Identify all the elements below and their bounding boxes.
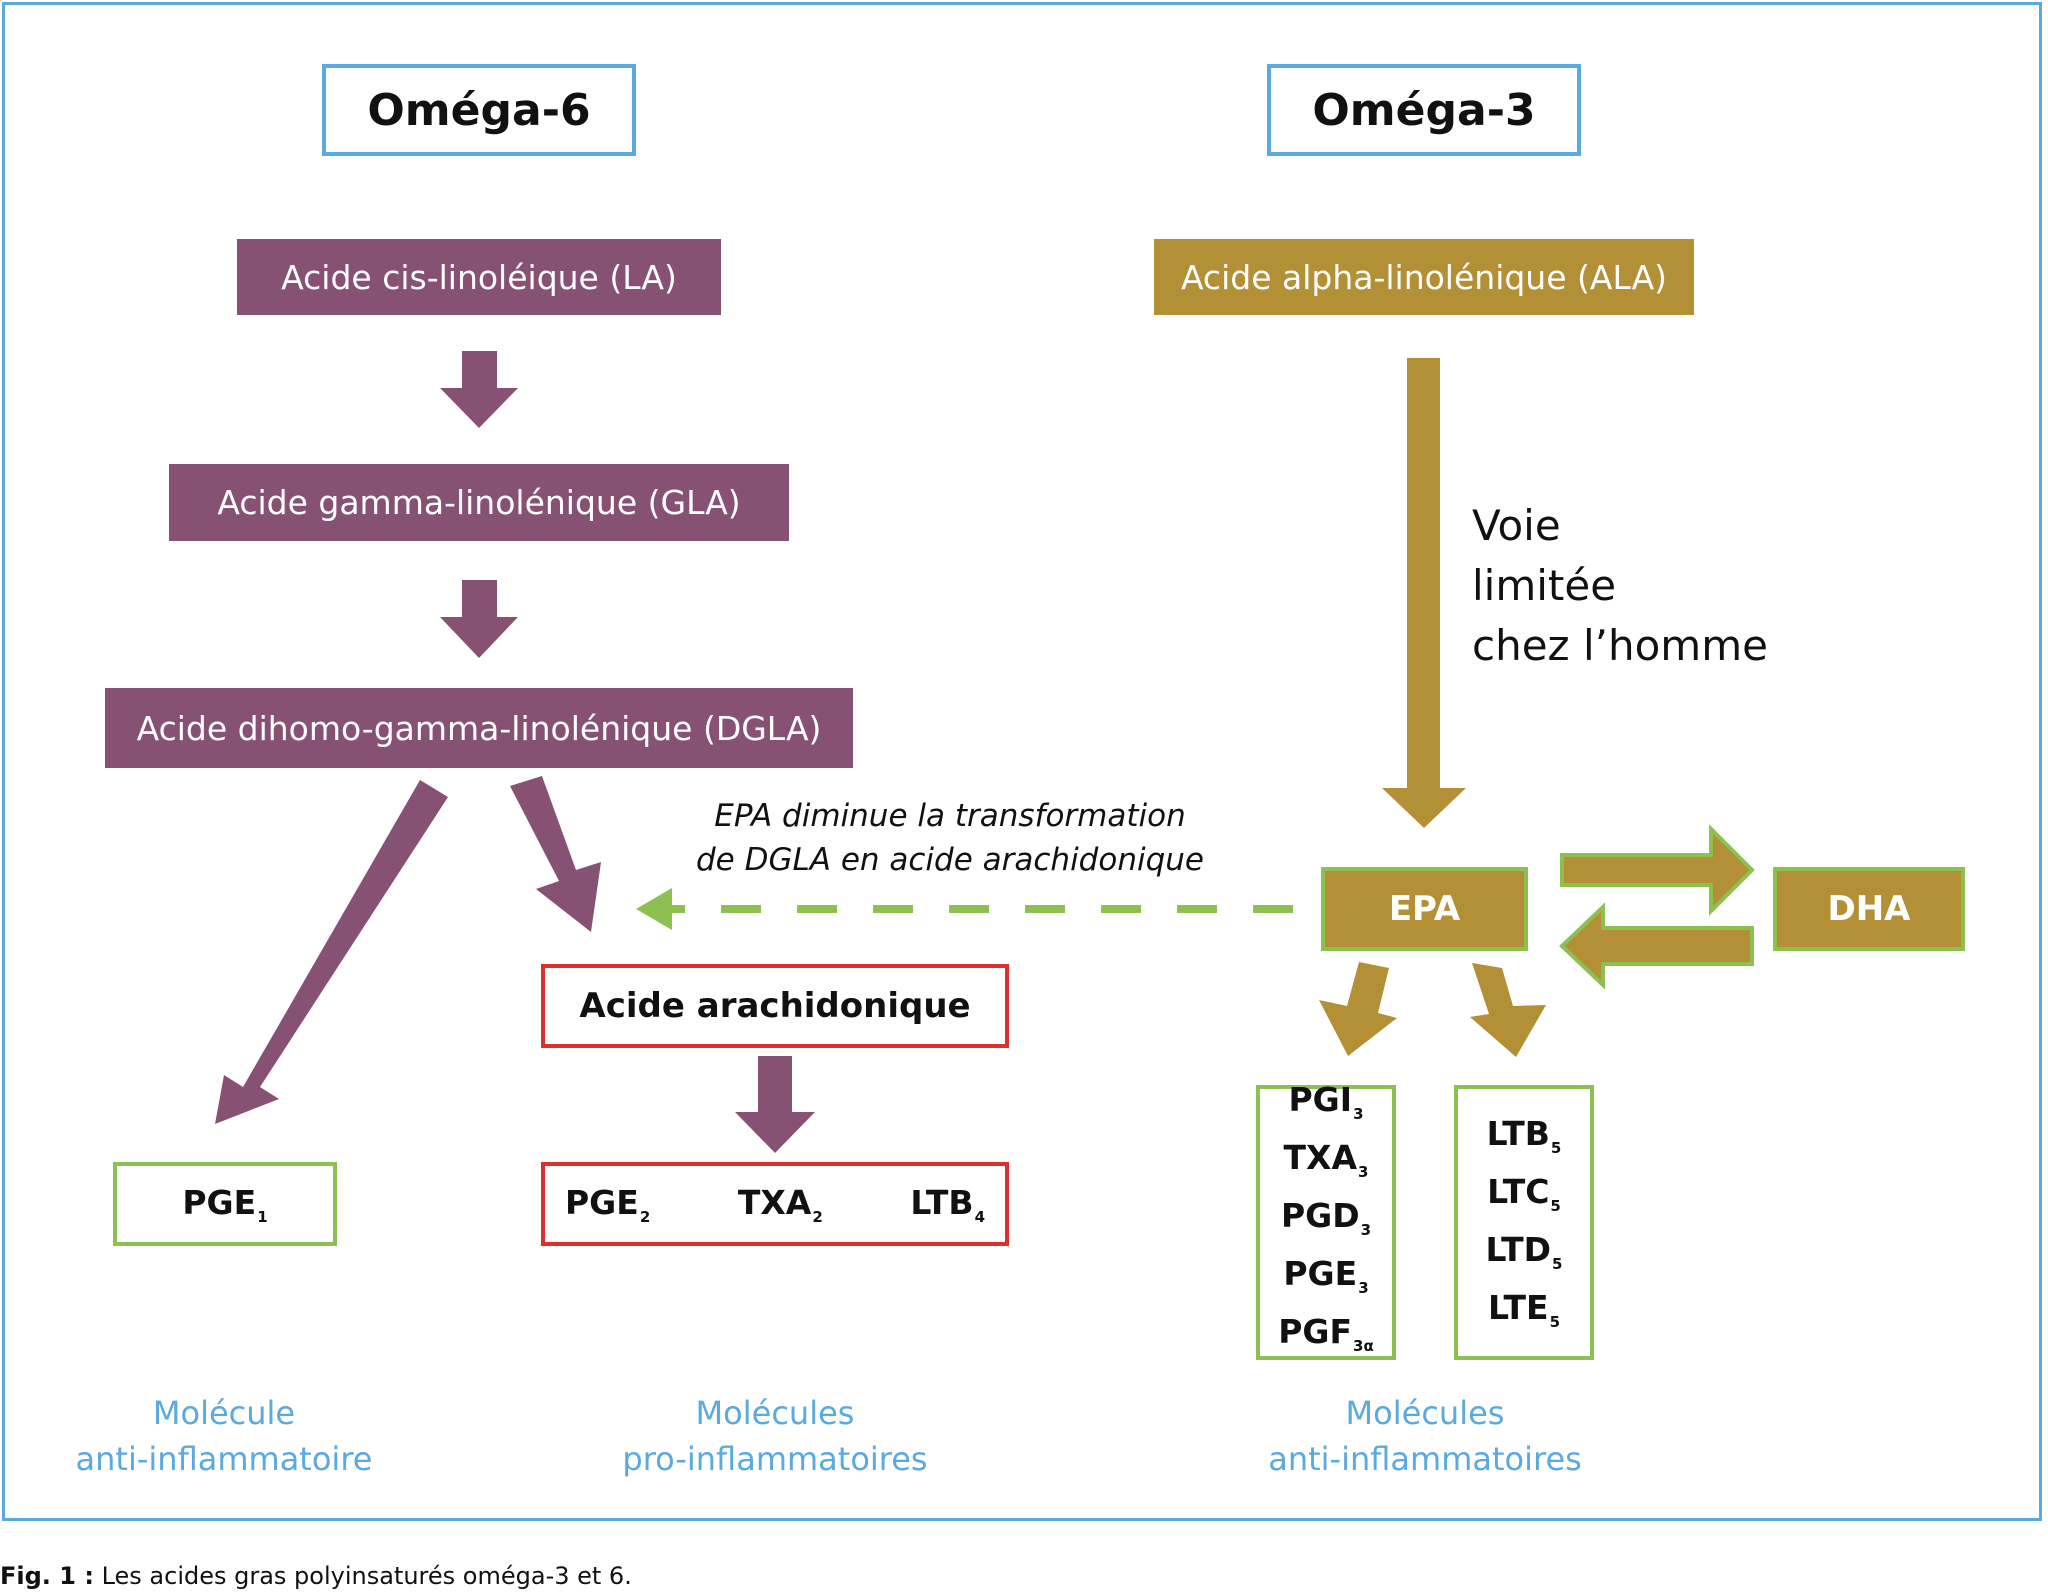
caption-line: Molécule bbox=[152, 1394, 296, 1432]
caption-pro-inflammatory: Molécules pro-inflammatoires bbox=[575, 1390, 975, 1482]
ala-box: Acide alpha-linolénique (ALA) bbox=[1154, 239, 1694, 315]
prostanoid-pge3: PGE3 bbox=[1283, 1253, 1369, 1297]
dgla-box: Acide dihomo-gamma-linolénique (DGLA) bbox=[105, 688, 853, 768]
figure-caption-text: Les acides gras polyinsaturés oméga-3 et… bbox=[93, 1562, 632, 1590]
caption-anti-inflammatory-plural: Molécules anti-inflammatoires bbox=[1225, 1390, 1625, 1482]
caption-line: Molécules bbox=[695, 1394, 855, 1432]
omega3-heading: Oméga-3 bbox=[1267, 64, 1581, 156]
leukotriene-ltc5: LTC5 bbox=[1487, 1172, 1561, 1215]
inhibition-note-line: de DGLA en acide arachidonique bbox=[695, 842, 1204, 878]
arrow-gla-to-dgla bbox=[440, 580, 518, 658]
la-box: Acide cis-linoléique (LA) bbox=[237, 239, 721, 315]
inhibition-note: EPA diminue la transformation de DGLA en… bbox=[640, 794, 1260, 882]
omega3-prostanoids-box: PGI3 TXA3 PGD3 PGE3 PGF3α bbox=[1256, 1080, 1396, 1360]
arrow-arachidonic-to-pro bbox=[735, 1056, 815, 1153]
caption-anti-inflammatory-single: Molécule anti-inflammatoire bbox=[44, 1390, 404, 1482]
gla-box: Acide gamma-linolénique (GLA) bbox=[169, 464, 789, 541]
leukotriene-lte5: LTE5 bbox=[1487, 1288, 1561, 1331]
epa-box: EPA bbox=[1321, 867, 1528, 951]
figure-caption: Fig. 1 : Les acides gras polyinsaturés o… bbox=[0, 1562, 632, 1590]
arachidonic-acid-box: Acide arachidonique bbox=[541, 964, 1009, 1048]
caption-line: Molécules bbox=[1345, 1394, 1505, 1432]
pro-molecule-txa2: TXA2 bbox=[737, 1182, 823, 1226]
pge1-label: PGE1 bbox=[182, 1182, 268, 1226]
caption-line: anti-inflammatoires bbox=[1268, 1440, 1582, 1478]
arrow-dha-to-epa bbox=[1559, 902, 1754, 990]
prostanoid-pgi3: PGI3 bbox=[1288, 1079, 1364, 1123]
omega3-leukotrienes-box: LTB5 LTC5 LTD5 LTE5 bbox=[1454, 1085, 1594, 1360]
figure-label: Fig. 1 : bbox=[0, 1562, 94, 1590]
arrow-la-to-gla bbox=[440, 351, 518, 428]
caption-line: pro-inflammatoires bbox=[622, 1440, 928, 1478]
limited-pathway-line: chez l’homme bbox=[1472, 621, 1768, 670]
arrow-epa-to-dha bbox=[1560, 824, 1755, 916]
omega6-heading: Oméga-6 bbox=[322, 64, 636, 156]
prostanoid-txa3: TXA3 bbox=[1283, 1137, 1369, 1181]
limited-pathway-line: limitée bbox=[1472, 561, 1617, 610]
figure-frame bbox=[2, 2, 2042, 1521]
dha-box: DHA bbox=[1773, 867, 1965, 951]
arrow-dgla-to-arachidonic bbox=[510, 776, 601, 932]
pro-inflammatory-box: PGE2 TXA2 LTB4 bbox=[541, 1162, 1009, 1246]
limited-pathway-line: Voie bbox=[1472, 501, 1561, 550]
leukotriene-ltd5: LTD5 bbox=[1485, 1230, 1563, 1273]
pge1-box: PGE1 bbox=[113, 1162, 337, 1246]
arrow-epa-to-prostanoids bbox=[1319, 962, 1397, 1056]
prostanoid-pgd3: PGD3 bbox=[1280, 1195, 1372, 1239]
leukotriene-ltb5: LTB5 bbox=[1486, 1114, 1562, 1157]
limited-pathway-note: Voie limitée chez l’homme bbox=[1472, 496, 1812, 676]
inhibition-note-line: EPA diminue la transformation bbox=[714, 798, 1186, 834]
prostanoid-pgf3a: PGF3α bbox=[1278, 1311, 1374, 1355]
arrow-ala-to-epa bbox=[1382, 358, 1466, 828]
caption-line: anti-inflammatoire bbox=[75, 1440, 373, 1478]
pro-molecule-pge2: PGE2 bbox=[565, 1182, 651, 1226]
arrow-epa-to-leukotrienes bbox=[1470, 963, 1546, 1057]
pro-molecule-ltb4: LTB4 bbox=[910, 1182, 985, 1226]
inhibition-arrowhead bbox=[636, 888, 672, 930]
arrow-dgla-to-pge1 bbox=[215, 780, 448, 1124]
